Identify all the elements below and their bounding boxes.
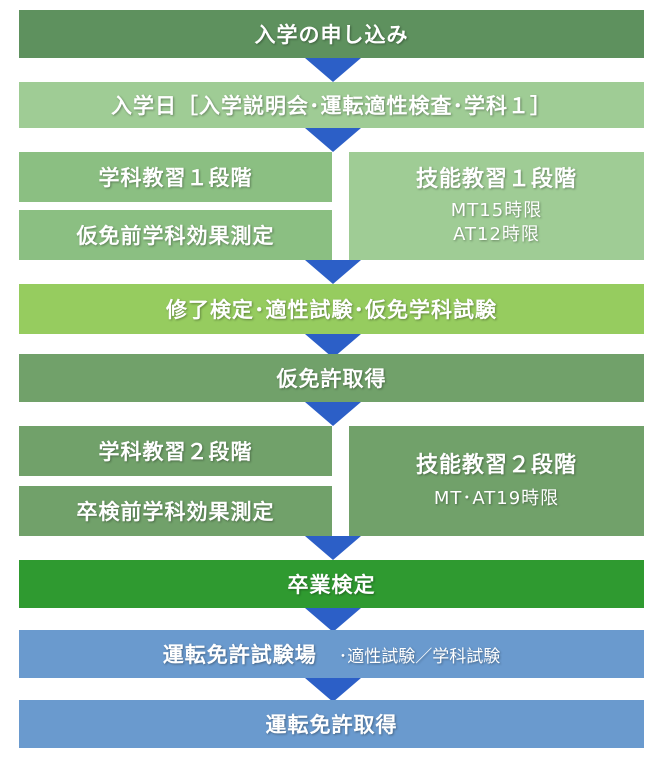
step-provisional-license: 仮免許取得 <box>19 354 644 402</box>
step-license-acquired: 運転免許取得 <box>19 700 644 748</box>
arrow-down-icon <box>305 128 361 152</box>
arrow-down-icon <box>305 402 361 426</box>
step-technical-stage2-title: 技能教習２段階 <box>415 453 577 478</box>
arrow-down-icon <box>305 536 361 560</box>
step-graduation-test-label: 卒業検定 <box>287 573 376 597</box>
arrow-down-icon <box>305 260 361 284</box>
step-application: 入学の申し込み <box>19 10 644 58</box>
step-academic-stage2-label: 学科教習２段階 <box>98 440 253 464</box>
step-provisional-effect-test-label: 仮免前学科効果測定 <box>76 224 275 248</box>
step-provisional-license-label: 仮免許取得 <box>276 367 387 391</box>
arrow-down-icon <box>305 58 361 82</box>
step-application-label: 入学の申し込み <box>254 23 409 47</box>
step-technical-stage1-title: 技能教習１段階 <box>415 167 577 192</box>
step-test-center-title: 運転免許試験場 <box>162 643 317 667</box>
arrow-down-icon <box>305 608 361 632</box>
step-provisional-effect-test: 仮免前学科効果測定 <box>19 210 332 260</box>
step-graduation-effect-test: 卒検前学科効果測定 <box>19 486 332 536</box>
step-technical-stage2-hours: MT･AT19時限 <box>433 488 560 509</box>
step-completion-test-label: 修了検定･適性試験･仮免学科試験 <box>166 298 497 322</box>
step-technical-stage2: 技能教習２段階 MT･AT19時限 <box>349 426 644 536</box>
step-graduation-effect-test-label: 卒検前学科効果測定 <box>76 500 275 524</box>
step-technical-stage1: 技能教習１段階 MT15時限 AT12時限 <box>349 152 644 260</box>
step-license-acquired-label: 運転免許取得 <box>265 713 398 737</box>
step-academic-stage1: 学科教習１段階 <box>19 152 332 202</box>
step-technical-stage1-mt: MT15時限 <box>450 200 543 221</box>
step-graduation-test: 卒業検定 <box>19 560 644 608</box>
step-entrance-day: 入学日［入学説明会･運転適性検査･学科１］ <box>19 82 644 128</box>
step-test-center: 運転免許試験場 ･適性試験／学科試験 <box>19 630 644 678</box>
arrow-down-icon <box>305 678 361 702</box>
step-completion-test: 修了検定･適性試験･仮免学科試験 <box>19 284 644 334</box>
step-academic-stage1-label: 学科教習１段階 <box>98 166 253 190</box>
step-test-center-note: ･適性試験／学科試験 <box>338 646 501 667</box>
step-technical-stage1-at: AT12時限 <box>453 224 540 245</box>
step-entrance-day-label: 入学日［入学説明会･運転適性検査･学科１］ <box>111 94 552 118</box>
step-academic-stage2: 学科教習２段階 <box>19 426 332 476</box>
